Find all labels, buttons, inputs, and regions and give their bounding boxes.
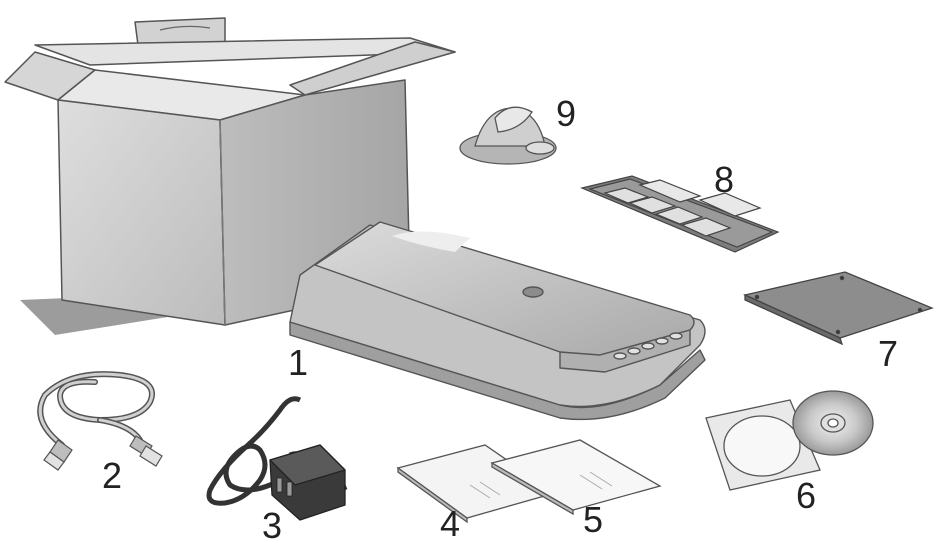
- label-power-adapter: 3: [262, 505, 283, 545]
- scanner-button-4: [655, 337, 669, 345]
- flatbed-scanner: [289, 221, 706, 421]
- label-light-cover: 9: [556, 93, 577, 134]
- software-cd: [705, 390, 874, 491]
- label-scanner: 1: [288, 342, 309, 383]
- power-adapter: [206, 396, 348, 521]
- scanner-button-2: [627, 347, 641, 355]
- film-holder: [580, 175, 780, 253]
- packaging-box: [4, 17, 456, 335]
- label-usb-cable: 2: [102, 455, 123, 496]
- label-cd: 6: [796, 475, 817, 516]
- scanner-button-3: [641, 342, 655, 350]
- transparency-light-cover: [459, 106, 557, 165]
- label-document-4: 4: [440, 503, 461, 544]
- label-document-5: 5: [583, 499, 604, 540]
- usb-cable: [37, 371, 163, 471]
- label-film-holder: 8: [714, 159, 735, 200]
- scanner-button-1: [613, 352, 627, 360]
- scanner-button-5: [669, 332, 683, 340]
- document-booklet-5: [490, 439, 662, 516]
- label-document-mat: 7: [878, 333, 899, 374]
- document-mat: [742, 271, 934, 346]
